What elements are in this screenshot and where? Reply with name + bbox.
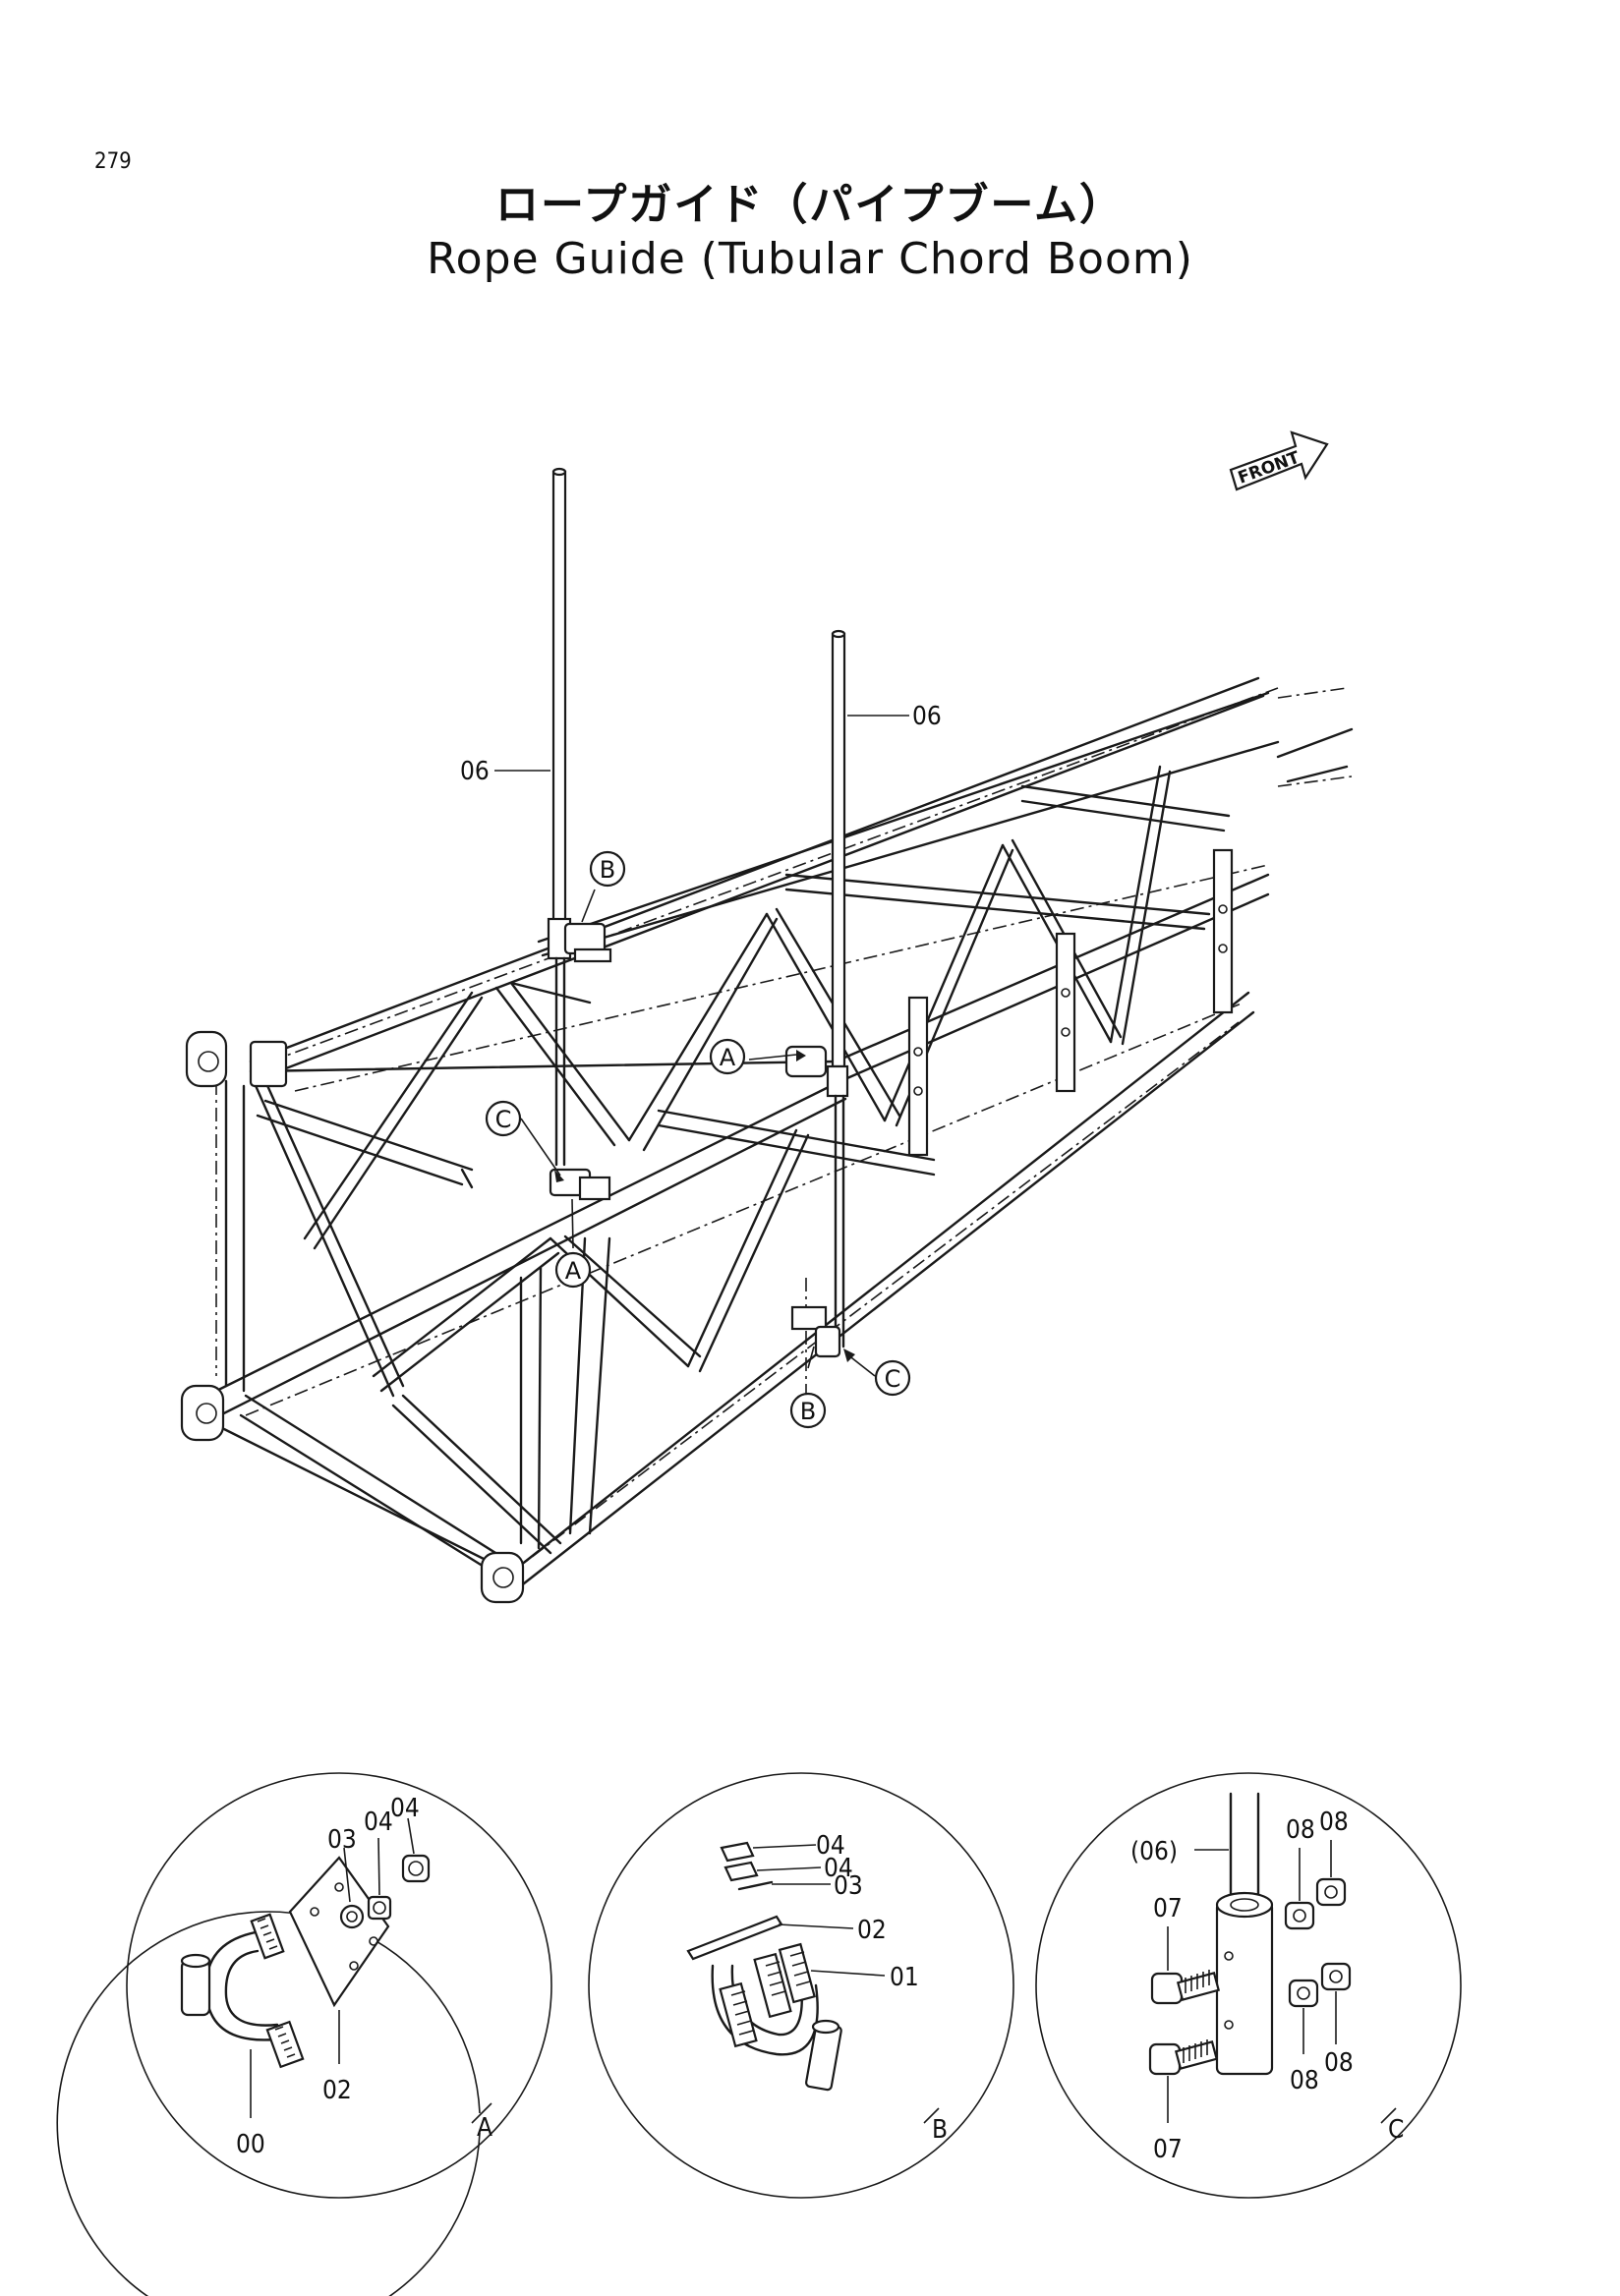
leader-line — [748, 1054, 797, 1061]
detail-c-part-07: 07 — [1153, 1894, 1183, 1923]
detail-c-part-07: 07 — [1153, 2135, 1183, 2164]
detail-b-part-02: 02 — [857, 1916, 887, 1945]
detail-ref-c-left: C — [485, 1100, 522, 1137]
svg-text:A: A — [720, 1044, 736, 1071]
detail-a-part-03: 03 — [327, 1825, 357, 1855]
boom-lattice — [180, 676, 1354, 1604]
boom-end-lug — [180, 1384, 225, 1442]
detail-c-part-06: (06) — [1130, 1837, 1178, 1866]
svg-text:C: C — [495, 1106, 512, 1133]
detail-b-part-03: 03 — [834, 1871, 863, 1901]
detail-a-part-04: 04 — [364, 1808, 393, 1837]
detail-c: (06) 07 07 08 08 08 08 C — [1035, 1772, 1462, 2199]
detail-b-part-01: 01 — [890, 1963, 919, 1992]
detail-b: 04 04 03 02 01 B — [588, 1772, 1014, 2199]
detail-a-part-02: 02 — [322, 2076, 352, 2105]
detail-b-part-04: 04 — [816, 1831, 845, 1861]
boom-end-lug — [185, 1030, 288, 1088]
front-label: FRONT — [1236, 448, 1302, 488]
leader-line — [846, 1353, 876, 1377]
svg-text:A: A — [565, 1257, 582, 1285]
detail-ref-a-upper: A — [709, 1038, 746, 1075]
detail-a-letter: A — [477, 2113, 492, 2143]
detail-ref-b-top: B — [589, 850, 626, 888]
rope-guide-pole-right — [826, 629, 849, 1349]
clamp-assembly — [549, 922, 841, 1358]
detail-c-letter: C — [1388, 2115, 1404, 2145]
detail-a: 03 04 04 02 00 A — [56, 1772, 552, 2296]
detail-c-part-08: 08 — [1286, 1815, 1315, 1845]
detail-ref-b-bottom: B — [789, 1392, 827, 1429]
callout-06-left: 06 — [460, 757, 490, 786]
detail-ref-a-lower: A — [554, 1251, 592, 1289]
svg-text:B: B — [600, 856, 615, 884]
detail-c-part-08: 08 — [1290, 2066, 1319, 2095]
detail-a-part-04: 04 — [390, 1794, 420, 1823]
page-title-japanese: ロープガイド（パイプブーム） — [494, 180, 1126, 230]
svg-text:C: C — [885, 1365, 901, 1393]
detail-b-part-04: 04 — [824, 1854, 853, 1883]
callout-06-right: 06 — [912, 702, 942, 731]
svg-text:B: B — [800, 1398, 816, 1425]
detail-c-part-08: 08 — [1324, 2048, 1354, 2078]
detail-ref-c-right: C — [874, 1359, 911, 1397]
leader-line — [520, 1118, 561, 1177]
detail-c-part-08: 08 — [1319, 1808, 1349, 1837]
boom-end-lug — [480, 1551, 525, 1604]
page-title-english: Rope Guide (Tubular Chord Boom) — [427, 234, 1193, 284]
detail-a-part-00: 00 — [236, 2130, 265, 2159]
detail-b-letter: B — [932, 2115, 948, 2145]
front-arrow-icon: FRONT — [1229, 430, 1329, 491]
leader-line — [581, 889, 596, 923]
leader-line — [571, 1198, 574, 1249]
leader-line — [807, 1346, 815, 1369]
page-number: 279 — [94, 149, 132, 174]
